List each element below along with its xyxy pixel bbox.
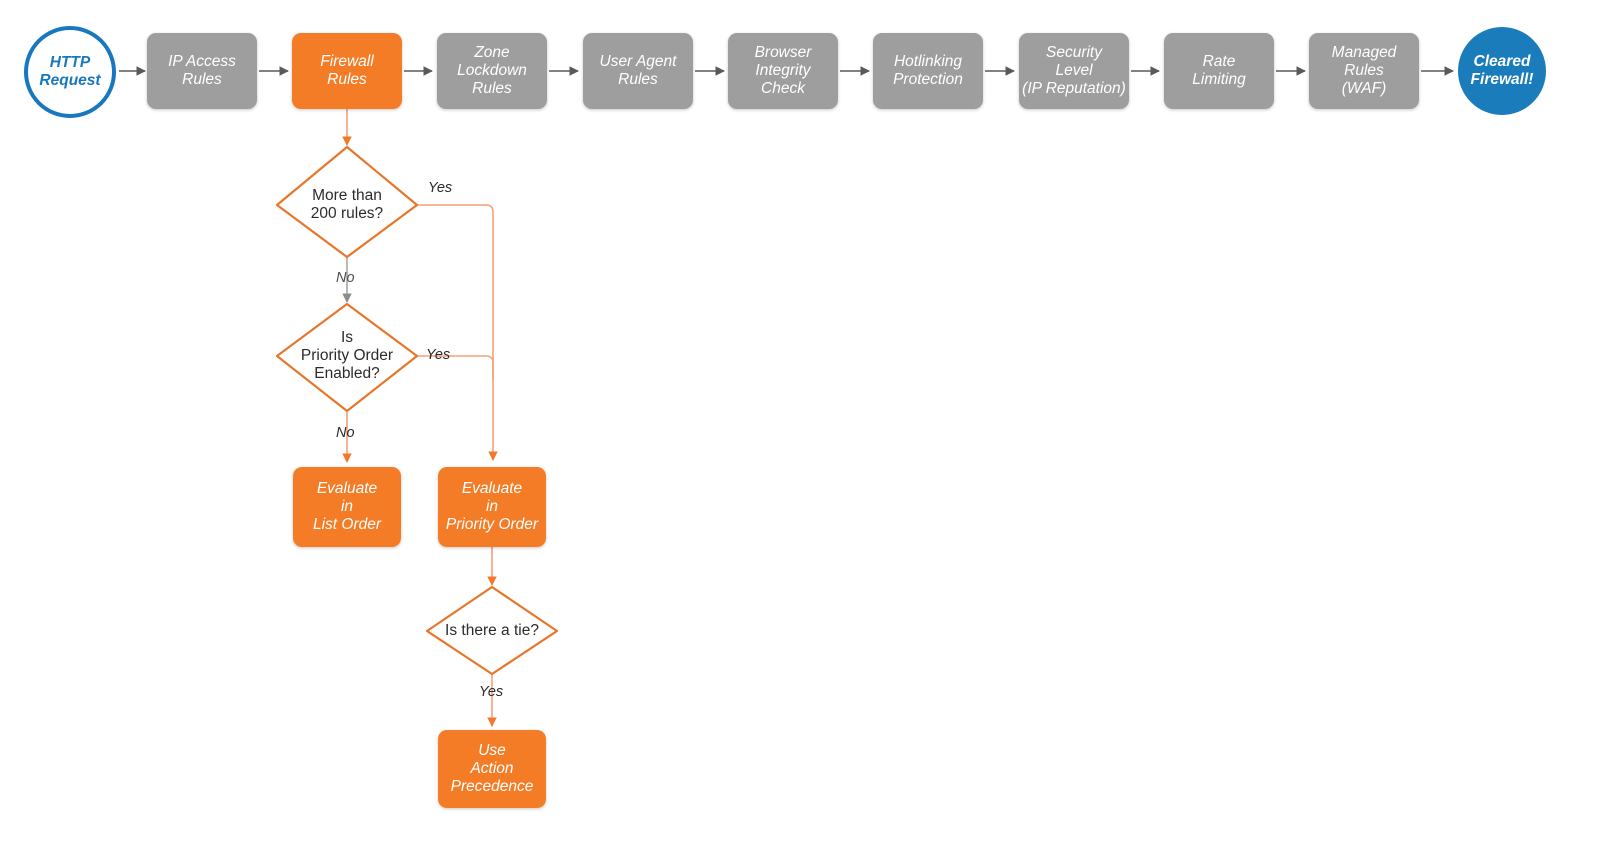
node-hotlinking-protection[interactable]: Hotlinking Protection (873, 33, 983, 109)
node-decision-is-priority-order-enabled[interactable]: Is Priority Order Enabled? (300, 328, 394, 383)
node-evaluate-in-priority-order[interactable]: Evaluate in Priority Order (438, 467, 546, 547)
node-security-level-ip-reputation[interactable]: Security Level (IP Reputation) (1019, 33, 1129, 109)
edge-label-no-more-than-200: No (336, 270, 355, 286)
node-user-agent-rules[interactable]: User Agent Rules (583, 33, 693, 109)
edge-label-no-priority-order: No (336, 425, 355, 441)
node-zone-lockdown-rules[interactable]: Zone Lockdown Rules (437, 33, 547, 109)
node-firewall-rules[interactable]: Firewall Rules (292, 33, 402, 109)
node-managed-rules-waf[interactable]: Managed Rules (WAF) (1309, 33, 1419, 109)
node-cleared-firewall[interactable]: Cleared Firewall! (1458, 27, 1546, 115)
edge-yes-200-to-priority-order (417, 204, 498, 461)
node-decision-is-there-a-tie[interactable]: Is there a tie? (445, 621, 539, 639)
node-browser-integrity-check[interactable]: Browser Integrity Check (728, 33, 838, 109)
node-http-request[interactable]: HTTP Request (24, 26, 116, 118)
edge-label-yes-tie: Yes (479, 684, 504, 700)
node-evaluate-in-list-order[interactable]: Evaluate in List Order (293, 467, 401, 547)
node-decision-more-than-200-rules[interactable]: More than 200 rules? (310, 186, 384, 222)
edge-label-yes-priority-order: Yes (426, 347, 451, 363)
edge-label-yes-more-than-200: Yes (428, 180, 453, 196)
node-ip-access-rules[interactable]: IP Access Rules (147, 33, 257, 109)
node-use-action-precedence[interactable]: Use Action Precedence (438, 730, 546, 808)
node-rate-limiting[interactable]: Rate Limiting (1164, 33, 1274, 109)
